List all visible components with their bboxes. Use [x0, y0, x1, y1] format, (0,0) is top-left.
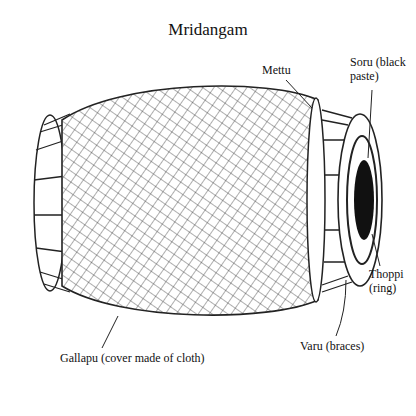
soru-paste — [354, 160, 374, 240]
part-label: Gallapu (cover made of cloth) — [60, 352, 205, 366]
thoppi-ring — [347, 136, 377, 264]
cloth-cover — [60, 70, 322, 330]
title: Mridangam — [0, 20, 416, 40]
mettu-band — [307, 98, 325, 302]
part-label: Thoppi (ring) — [369, 268, 413, 296]
part-label: Soru (black paste) — [350, 56, 412, 84]
part-label: Mettu — [262, 64, 291, 78]
drum-head — [338, 114, 382, 286]
leader-lines — [102, 80, 380, 348]
part-label: Varu (braces) — [300, 340, 364, 354]
